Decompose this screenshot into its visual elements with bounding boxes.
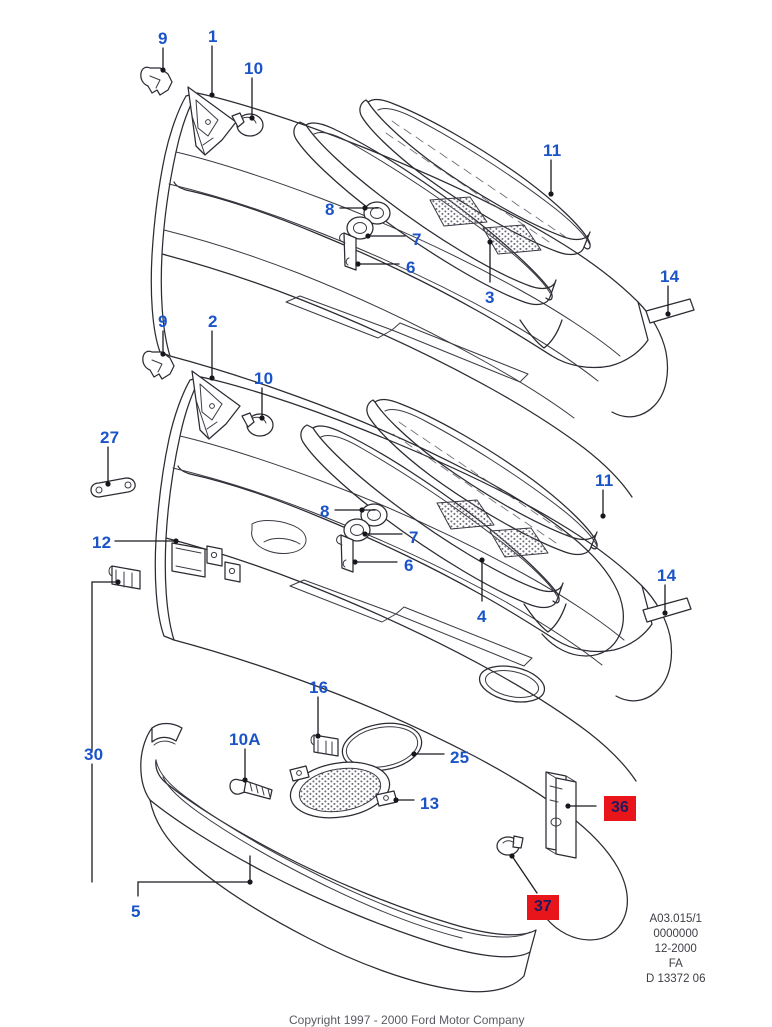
callout-8-upper: 8 xyxy=(325,200,335,219)
callout-10-lower: 10 xyxy=(254,369,274,388)
parts-8-7-6-upper xyxy=(339,201,391,271)
bumper-cover-upper xyxy=(150,92,669,657)
callout-4: 4 xyxy=(477,607,487,626)
callout-37-highlighted: 37 xyxy=(527,895,559,920)
callout-2: 2 xyxy=(208,312,218,331)
callout-6-lower: 6 xyxy=(404,556,414,575)
link-part-27 xyxy=(90,477,136,498)
bolt-part-37 xyxy=(496,835,524,856)
drawing-code-block: A03.015/1 0000000 12-2000 FA D 13372 06 xyxy=(646,913,706,985)
trim-part-14-lower xyxy=(642,597,692,623)
callout-11-lower: 11 xyxy=(595,471,614,490)
screw-part-10A xyxy=(229,778,273,800)
bracket-part-2 xyxy=(191,370,241,440)
callout-12: 12 xyxy=(92,533,112,552)
copyright-notice: Copyright 1997 - 2000 Ford Motor Company xyxy=(289,1013,525,1027)
bracket-part-36 xyxy=(545,771,577,859)
callout-13: 13 xyxy=(420,794,440,813)
callout-5: 5 xyxy=(131,902,141,921)
callout-8-lower: 8 xyxy=(320,502,330,521)
trim-part-14-upper xyxy=(645,298,695,324)
callout-6-upper: 6 xyxy=(406,258,416,277)
bolt-part-10-upper xyxy=(231,112,264,137)
callout-10A: 10A xyxy=(229,730,261,749)
callout-14-lower: 14 xyxy=(657,566,677,585)
callout-36-highlighted: 36 xyxy=(604,796,636,821)
valance-part-5 xyxy=(140,722,537,993)
grille-part-11-upper xyxy=(359,98,591,256)
callout-16: 16 xyxy=(309,678,329,697)
callout-1: 1 xyxy=(208,27,218,46)
leader-lines xyxy=(91,45,671,897)
callout-30: 30 xyxy=(84,745,104,764)
callout-9-lower: 9 xyxy=(158,312,168,331)
bolt-part-10-lower xyxy=(241,412,274,437)
callout-27: 27 xyxy=(100,428,120,447)
callout-10-upper: 10 xyxy=(244,59,264,78)
bezel-ring-part-25 xyxy=(341,722,423,772)
callout-25: 25 xyxy=(450,748,470,767)
callout-7-lower: 7 xyxy=(409,528,419,547)
callout-11-upper: 11 xyxy=(543,141,562,160)
bracket-part-12 xyxy=(171,542,241,583)
clip-part-30 xyxy=(108,565,141,590)
grille-part-11-lower xyxy=(366,398,598,556)
callout-3: 3 xyxy=(485,288,495,307)
clip-part-9-upper xyxy=(140,66,173,96)
callout-14-upper: 14 xyxy=(660,267,680,286)
clip-part-9-lower xyxy=(142,350,175,380)
reinforcement-part-3 xyxy=(293,121,557,306)
fog-grille-part-13 xyxy=(289,761,398,819)
callout-9-upper: 9 xyxy=(158,29,168,48)
clip-part-16 xyxy=(310,734,339,757)
callout-7-upper: 7 xyxy=(412,230,422,249)
